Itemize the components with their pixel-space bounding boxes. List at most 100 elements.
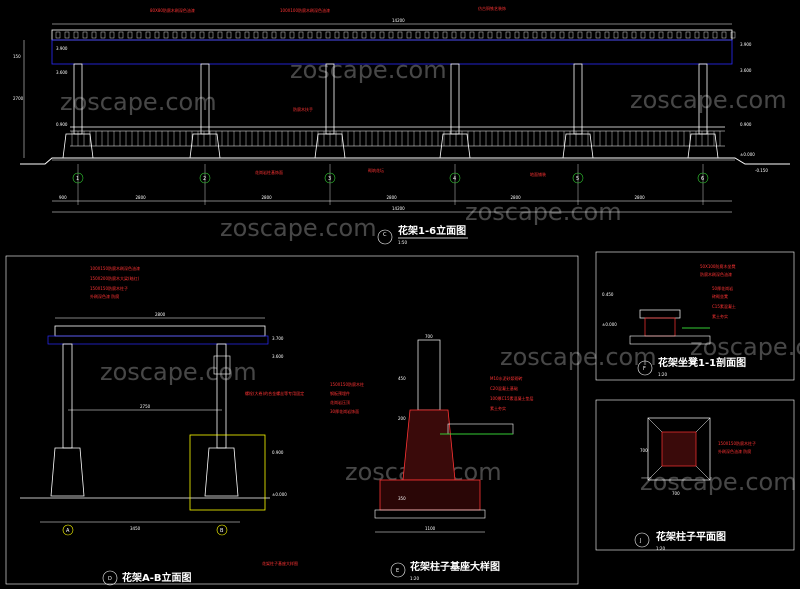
- note-text: 外刷深色油漆 防腐: [718, 448, 751, 454]
- purlin: [82, 31, 88, 39]
- purlin: [370, 31, 376, 39]
- note-text: C20混凝土基础: [490, 385, 518, 391]
- elevation-levels: 3.900 3.600 0.900 3.900 3.600 0.900 ±0.0…: [56, 42, 768, 173]
- plan-label-circle: [634, 532, 650, 548]
- top-dim-text: 2800: [155, 312, 166, 317]
- bracket-detail: [213, 355, 231, 375]
- axis-label: 3: [328, 176, 331, 182]
- level-text: -0.150: [755, 168, 768, 173]
- elevation-label: C: [383, 232, 387, 238]
- level-text: ±0.000: [602, 322, 617, 327]
- purlin: [604, 31, 610, 39]
- callout-text: 花架柱子基座大样图: [262, 560, 298, 566]
- plan-corner: [695, 465, 711, 481]
- purlin: [424, 31, 430, 39]
- bench-label-circle: [637, 360, 653, 376]
- note-text: 防腐木扶手: [293, 106, 313, 112]
- axis-label-b: B: [220, 528, 224, 534]
- watermark-text: zoscape.com: [290, 56, 447, 84]
- elevation-title: 花架1-6立面图: [398, 224, 466, 237]
- mid-dim-text: 2750: [140, 404, 151, 409]
- bench-title: 花架坐凳1-1剖面图: [658, 356, 746, 369]
- purlin: [271, 31, 277, 39]
- box-note-text: 螺栓(大卷)的合金螺丝等专用固定: [245, 390, 304, 396]
- note-text: 砌筑花坛: [368, 167, 384, 173]
- note-text: 150X150防腐木柱子: [718, 440, 756, 446]
- detail-label-circle: [390, 562, 406, 578]
- purlin: [217, 31, 223, 39]
- axis-marker: [449, 172, 461, 184]
- level-text: 3.700: [272, 336, 284, 341]
- plan-frame: [595, 399, 795, 551]
- base-right: [204, 447, 239, 497]
- purlin: [433, 31, 439, 39]
- height-dim-text: 2700: [13, 96, 24, 101]
- dim-text: 200: [398, 416, 406, 421]
- axis-marker: [572, 172, 584, 184]
- purlin: [55, 31, 61, 39]
- column-base-detail: 1100 700 450 200 350 150X150防腐木柱 钢板预埋件 花…: [330, 334, 534, 581]
- level-text: 0.450: [602, 292, 614, 297]
- purlin: [154, 31, 160, 39]
- axis-label: 1: [76, 176, 79, 182]
- level-text: 0.900: [740, 122, 752, 127]
- bay-dim-text: 2800: [262, 195, 273, 200]
- plan-scale: 1:20: [656, 546, 665, 551]
- purlin: [478, 31, 484, 39]
- plan-corner: [647, 465, 663, 481]
- axis-label: 2: [203, 176, 206, 182]
- bay-dim-text: 2800: [511, 195, 522, 200]
- bench-footing: [629, 335, 711, 345]
- plan-corner: [695, 417, 711, 433]
- plan-corner: [647, 417, 663, 433]
- bottom-dim-text: 3450: [130, 526, 141, 531]
- axis-marker-b: [216, 524, 228, 536]
- purlin: [550, 31, 556, 39]
- base-pedestal: [402, 409, 456, 481]
- purlin: [559, 31, 565, 39]
- base-notes: 150X150防腐木柱 钢板预埋件 花岗岩压顶 30厚花岗岩饰面 M10水泥砂浆…: [330, 375, 534, 414]
- purlin: [199, 31, 205, 39]
- purlin: [586, 31, 592, 39]
- purlin: [172, 31, 178, 39]
- purlin: [640, 31, 646, 39]
- note-text: 50厚花岗岩: [712, 285, 733, 291]
- detail-title: 花架柱子基座大样图: [410, 560, 500, 573]
- note-text: 100X100防腐木刷深色油漆: [280, 7, 330, 13]
- purlin: [163, 31, 169, 39]
- watermark-text: zoscape.com: [630, 86, 787, 114]
- purlin: [595, 31, 601, 39]
- axis-marker-a: [62, 524, 74, 536]
- dim-text: 450: [398, 376, 406, 381]
- main-beam: [51, 39, 733, 65]
- purlin: [712, 31, 718, 39]
- elevation-label-circle: [377, 229, 393, 245]
- bench-notes: 50X100防腐木坐凳 防腐木刷深色油漆 50厚花岗岩 砖砌坐凳 C15素混凝土…: [700, 263, 736, 319]
- purlin: [730, 31, 736, 39]
- purlin: [667, 31, 673, 39]
- note-text: C15素混凝土: [712, 303, 736, 309]
- watermark-text: zoscape.com: [690, 333, 800, 361]
- purlin: [289, 31, 295, 39]
- overall-dim-text: 14200: [392, 206, 405, 211]
- note-text: 仿古铜铁艺装饰: [478, 5, 506, 11]
- purlin: [181, 31, 187, 39]
- ground-line: [20, 157, 790, 165]
- purlin: [379, 31, 385, 39]
- watermark-text: zoscape.com: [220, 214, 377, 242]
- plan-outer: [647, 417, 711, 481]
- purlin: [703, 31, 709, 39]
- purlin: [307, 31, 313, 39]
- beam-dim-text: 150: [13, 54, 21, 59]
- purlin: [694, 31, 700, 39]
- level-text: 3.600: [272, 354, 284, 359]
- purlin: [136, 31, 142, 39]
- note-text: 外刷深色漆 防腐: [90, 293, 119, 299]
- purlin: [352, 31, 358, 39]
- section-label-circle: [102, 570, 118, 586]
- purlin: [73, 31, 79, 39]
- purlin: [658, 31, 664, 39]
- dim-text: 700: [640, 448, 648, 453]
